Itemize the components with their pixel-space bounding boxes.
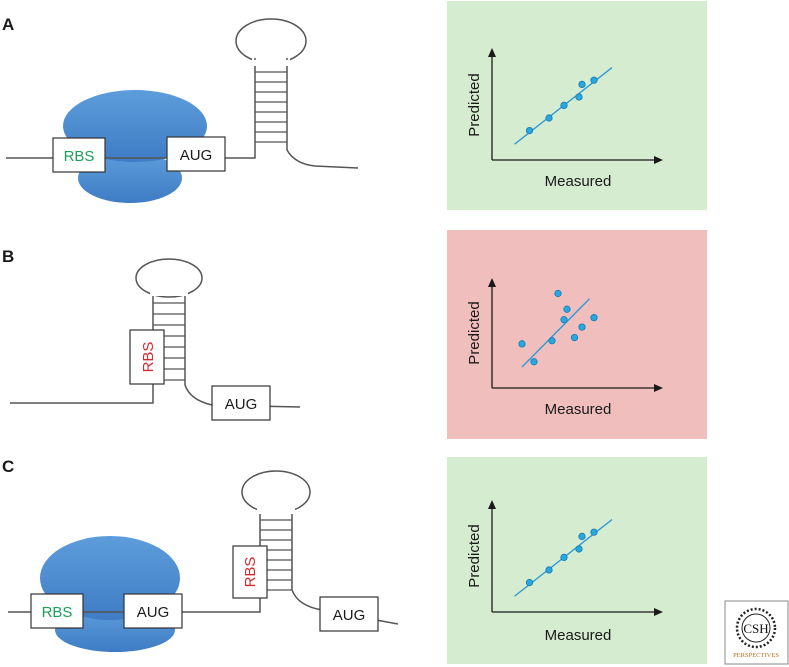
scatter-marks [514, 519, 613, 597]
data-point [570, 333, 579, 342]
hairpin-loop [235, 18, 307, 64]
svg-text:CSH: CSH [743, 621, 768, 636]
aug-box [123, 593, 183, 629]
rbs-box [30, 593, 84, 629]
x-axis-label: Measured [545, 401, 612, 418]
panel-a: A RBS [2, 1, 707, 210]
data-point [560, 553, 568, 562]
x-axis-label: Measured [545, 173, 612, 190]
rbs-hairpin-label: RBS [242, 557, 259, 588]
rbs-label: RBS [140, 342, 157, 373]
panel-a-mrna-diagram: RBS AUG [6, 18, 359, 203]
plot-background [447, 1, 707, 210]
data-point [578, 532, 586, 541]
rbs-label: RBS [42, 604, 73, 621]
plot-background [447, 230, 707, 439]
aug-box [211, 385, 271, 421]
aug-label: AUG [180, 147, 213, 164]
data-point [545, 566, 553, 574]
data-point [590, 314, 598, 322]
svg-text:PERSPECTIVES: PERSPECTIVES [733, 652, 779, 659]
csh-perspectives-logo: CSH PERSPECTIVES [724, 600, 789, 665]
data-point [578, 80, 586, 89]
panel-c-mrna-diagram: RBS AUG RBS AUG [8, 470, 399, 652]
aug-label: AUG [137, 604, 170, 621]
aug-box [166, 136, 226, 172]
aug-box-downstream [319, 596, 379, 632]
data-point [563, 305, 571, 313]
y-axis-label: Predicted [466, 301, 483, 364]
rbs-box [129, 329, 165, 385]
y-axis-label: Predicted [466, 524, 483, 587]
data-point [578, 323, 586, 331]
data-point [560, 101, 568, 110]
panel-b: B RBS AUG Measur [2, 230, 707, 439]
panel-c-letter: C [2, 457, 14, 476]
panel-b-letter: B [2, 247, 14, 266]
data-point [590, 76, 598, 84]
rbs-box-hairpin [232, 545, 268, 599]
panel-a-plot: Measured Predicted [447, 1, 707, 210]
rbs-box [52, 137, 106, 173]
panel-c-plot: Measured Predicted [447, 457, 707, 664]
y-axis-label: Predicted [466, 73, 483, 136]
data-point [560, 316, 568, 324]
data-point [525, 578, 534, 587]
data-point [548, 337, 556, 345]
panel-a-letter: A [2, 15, 14, 34]
scatter-marks [518, 289, 598, 368]
hairpin-loop [135, 258, 203, 298]
data-point [530, 358, 538, 366]
aug-label: AUG [225, 396, 258, 413]
hairpin-stem-base-pairs [255, 71, 287, 143]
data-point [590, 528, 598, 536]
plot-background [447, 457, 707, 664]
data-point [554, 289, 562, 298]
x-axis-label: Measured [545, 627, 612, 644]
panel-c: C RBS AUG RBS AUG [2, 457, 707, 664]
panel-b-plot: Measured Predicted [447, 230, 707, 439]
aug-downstream-label: AUG [333, 607, 366, 624]
data-point [518, 340, 526, 348]
data-point [575, 93, 583, 101]
rbs-label: RBS [64, 148, 95, 165]
fit-line [521, 298, 590, 368]
data-point [545, 114, 553, 122]
data-point [575, 545, 583, 553]
data-point [525, 127, 534, 135]
panel-b-mrna-diagram: RBS AUG [10, 258, 301, 421]
scatter-marks [514, 67, 613, 145]
